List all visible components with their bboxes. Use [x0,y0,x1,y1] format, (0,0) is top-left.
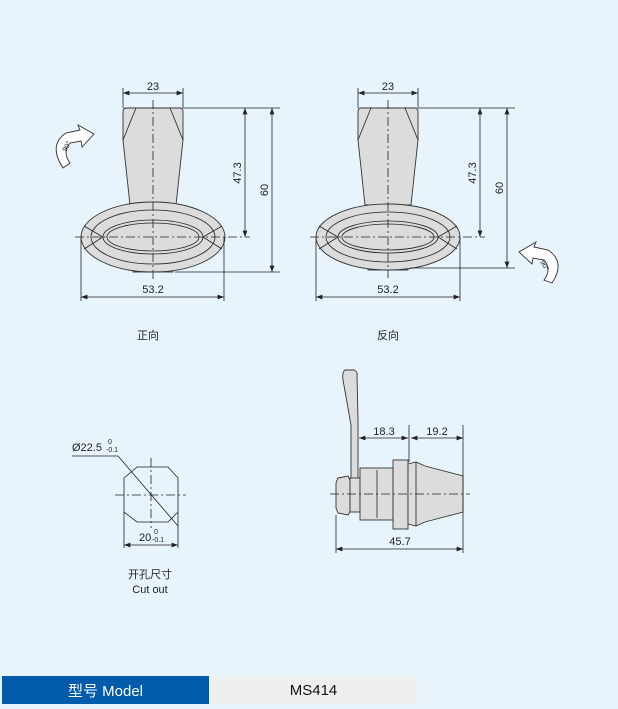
front-view: 23 47.3 60 53.2 90° 正向 [55,81,280,342]
cutout-diameter-tol-lower: -0.1 [106,447,118,454]
front-dim-handle-height: 47.3 [232,162,244,183]
back-dim-total-height: 60 [494,182,506,194]
back-view-caption: 反向 [377,328,399,342]
cutout-width-tol-lower: -0.1 [152,537,164,544]
front-dim-width: 53.2 [142,284,163,296]
front-dim-top-width: 23 [147,81,159,93]
cutout-view: Ø22.5 0 -0.1 20 0 -0.1 开孔尺寸 Cut out [72,439,186,596]
cutout-caption-cn: 开孔尺寸 [128,567,172,581]
cutout-diameter-tol-upper: 0 [108,439,112,446]
cutout-diameter: Ø22.5 [72,442,102,454]
cutout-caption-en: Cut out [132,584,167,596]
front-dim-total-height: 60 [259,184,271,196]
cutout-width: 20 [139,532,151,544]
back-dim-handle-height: 47.3 [467,162,479,183]
model-label: 型号 Model [2,676,209,704]
cutout-width-tol-upper: 0 [154,529,158,536]
rotate-arrow-icon: 90° [518,240,559,284]
side-dim-a: 18.3 [373,426,394,438]
model-value: MS414 [210,676,417,704]
side-dim-b: 19.2 [426,426,447,438]
side-view: 18.3 19.2 45.7 [330,369,470,553]
back-view: 23 47.3 60 53.2 90° 反向 [310,81,559,342]
back-dim-top-width: 23 [382,81,394,93]
side-dim-total: 45.7 [389,536,410,548]
back-dim-width: 53.2 [377,284,398,296]
rotate-arrow-icon: 90° [55,123,95,169]
front-view-caption: 正向 [137,328,159,342]
